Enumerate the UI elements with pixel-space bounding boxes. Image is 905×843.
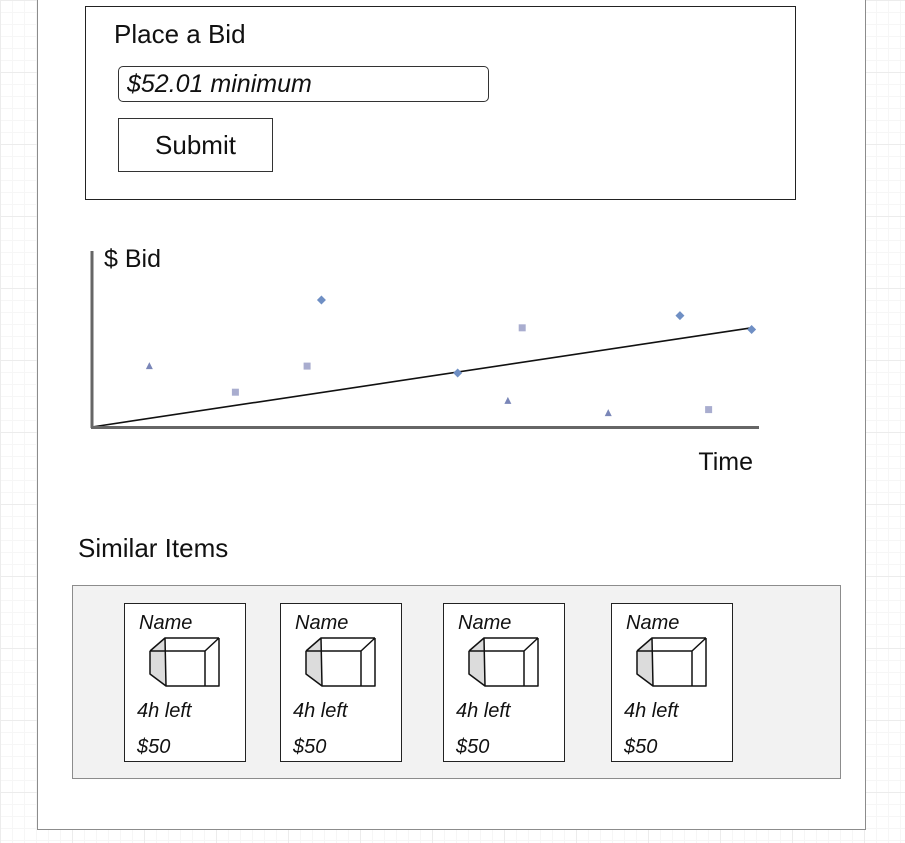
item-time-left: 4h left — [456, 700, 511, 722]
box-icon — [305, 637, 376, 687]
trend-line — [91, 327, 752, 428]
box-icon — [468, 637, 539, 687]
chart-marks — [91, 295, 757, 428]
place-bid-panel: Place a Bid Submit — [85, 6, 796, 200]
data-point — [705, 406, 713, 414]
item-time-left: 4h left — [137, 700, 192, 722]
item-price: $50 — [624, 736, 658, 758]
similar-item-card[interactable]: Name 4h left $50 — [611, 603, 733, 762]
box-icon — [636, 637, 707, 687]
item-time-left: 4h left — [624, 700, 679, 722]
data-point — [231, 388, 239, 396]
x-axis-label: Time — [698, 448, 753, 476]
data-point — [303, 362, 311, 370]
similar-items-panel: Name 4h left $50 Name 4h left $50 Name 4… — [72, 585, 841, 779]
item-time-left: 4h left — [293, 700, 348, 722]
data-point — [747, 325, 757, 335]
similar-item-card[interactable]: Name 4h left $50 — [280, 603, 402, 762]
data-point — [453, 368, 463, 378]
data-point — [504, 396, 512, 404]
data-point — [316, 295, 326, 305]
y-axis-label: $ Bid — [104, 245, 161, 273]
data-point — [145, 362, 153, 370]
box-icon — [149, 637, 220, 687]
similar-items-title: Similar Items — [78, 533, 229, 563]
bid-history-chart: $ Bid Time — [90, 245, 759, 476]
similar-item-card[interactable]: Name 4h left $50 — [124, 603, 246, 762]
item-name: Name — [626, 612, 680, 634]
data-point — [518, 324, 526, 332]
item-name: Name — [458, 612, 512, 634]
item-price: $50 — [137, 736, 171, 758]
data-point — [675, 311, 685, 321]
item-name: Name — [295, 612, 349, 634]
similar-item-card[interactable]: Name 4h left $50 — [443, 603, 565, 762]
item-name: Name — [139, 612, 193, 634]
submit-bid-button[interactable]: Submit — [118, 118, 273, 172]
data-point — [604, 409, 612, 417]
bid-panel-title: Place a Bid — [114, 19, 246, 49]
bid-amount-input[interactable] — [118, 66, 489, 102]
item-price: $50 — [293, 736, 327, 758]
item-price: $50 — [456, 736, 490, 758]
